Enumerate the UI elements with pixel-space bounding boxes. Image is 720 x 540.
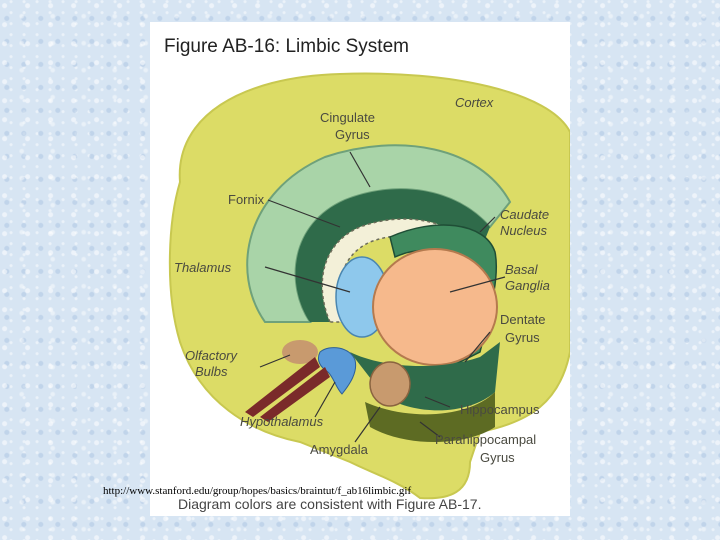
label-parahippocampal-1: Parahippocampal <box>435 432 536 447</box>
figure-title: Figure AB-16: Limbic System <box>164 36 409 57</box>
label-cortex: Cortex <box>455 95 494 110</box>
olfactory-bulbs-shape <box>245 357 330 422</box>
label-dentate-2: Gyrus <box>505 330 540 345</box>
label-dentate-1: Dentate <box>500 312 546 327</box>
hypothalamus-shape <box>317 347 357 395</box>
limbic-diagram: Figure AB-16: Limbic System <box>164 36 570 512</box>
leader-lines <box>259 151 506 443</box>
label-cingulate-2: Gyrus <box>335 127 370 142</box>
inner-band-shape <box>295 189 490 322</box>
label-amygdala: Amygdala <box>310 442 369 457</box>
label-olfactory-1: Olfactory <box>185 348 239 363</box>
label-caudate-2: Nucleus <box>500 223 547 238</box>
figure-footer: Diagram colors are consistent with Figur… <box>178 496 481 512</box>
label-caudate-1: Caudate <box>500 207 549 222</box>
label-hypothalamus: Hypothalamus <box>240 414 324 429</box>
basal-ganglia-shape <box>372 248 498 366</box>
olfactory-bulb-head <box>282 340 318 364</box>
label-olfactory-2: Bulbs <box>195 364 228 379</box>
label-hippocampus: Hippocampus <box>460 402 540 417</box>
limbic-system-figure: Figure AB-16: Limbic System <box>150 22 570 516</box>
label-basal-2: Ganglia <box>505 278 550 293</box>
source-url: http://www.stanford.edu/group/hopes/basi… <box>103 485 412 497</box>
amygdala-shape <box>369 361 411 407</box>
label-parahippocampal-2: Gyrus <box>480 450 515 465</box>
label-basal-1: Basal <box>505 262 539 277</box>
label-cingulate-1: Cingulate <box>320 110 375 125</box>
parahippocampal-gyrus-shape <box>365 392 495 442</box>
label-thalamus: Thalamus <box>174 260 232 275</box>
label-fornix: Fornix <box>228 192 265 207</box>
